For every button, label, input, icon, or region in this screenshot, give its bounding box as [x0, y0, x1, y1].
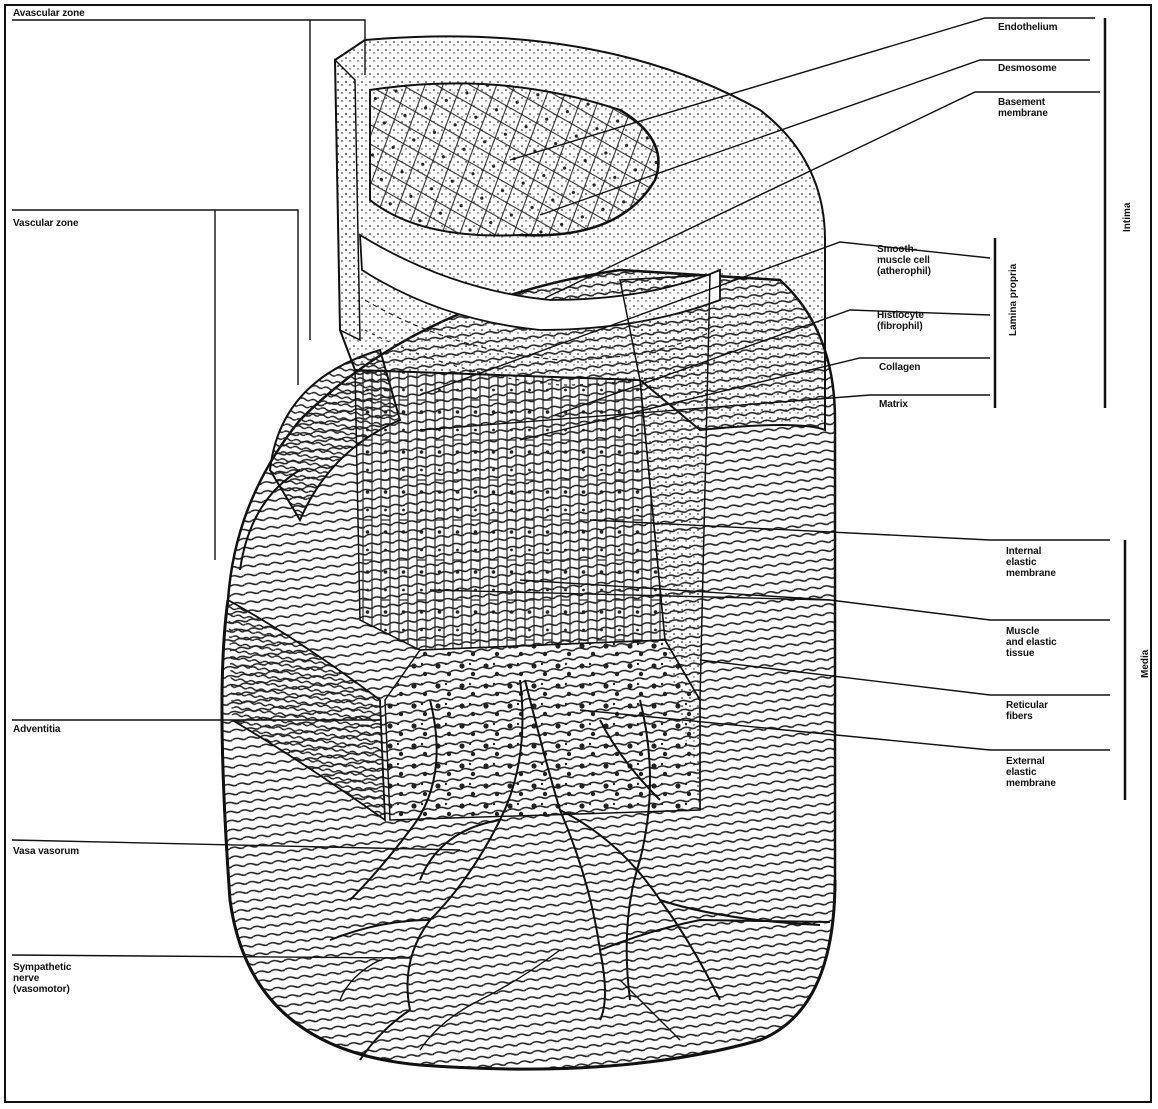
label-endothelium: Endothelium [998, 22, 1057, 33]
label-vascular-zone: Vascular zone [13, 218, 78, 229]
label-desmosome: Desmosome [998, 63, 1057, 74]
label-histiocyte: Histiocyte (fibrophil) [877, 310, 924, 332]
bracket-label-media: Media [1140, 650, 1151, 678]
label-avascular-zone: Avascular zone [13, 8, 85, 19]
label-muscle-elastic-tissue: Muscle and elastic tissue [1006, 626, 1057, 659]
label-smooth-muscle-cell: Smooth- muscle cell (atherophil) [877, 244, 931, 277]
label-vasa-vasorum: Vasa vasorum [13, 846, 79, 857]
label-sympathetic-nerve: Sympathetic nerve (vasomotor) [13, 962, 71, 995]
label-adventitia: Adventitia [13, 724, 60, 735]
label-matrix: Matrix [879, 399, 908, 410]
region-brackets [995, 18, 1125, 800]
bracket-label-intima: Intima [1122, 203, 1133, 232]
label-internal-elastic-membrane: Internal elastic membrane [1006, 546, 1056, 579]
label-basement-membrane: Basement membrane [998, 97, 1048, 119]
label-external-elastic-membrane: External elastic membrane [1006, 756, 1056, 789]
label-collagen: Collagen [879, 362, 920, 373]
bracket-label-lamina-propria: Lamina propria [1008, 264, 1019, 336]
label-reticular-fibers: Reticular fibers [1006, 700, 1048, 722]
